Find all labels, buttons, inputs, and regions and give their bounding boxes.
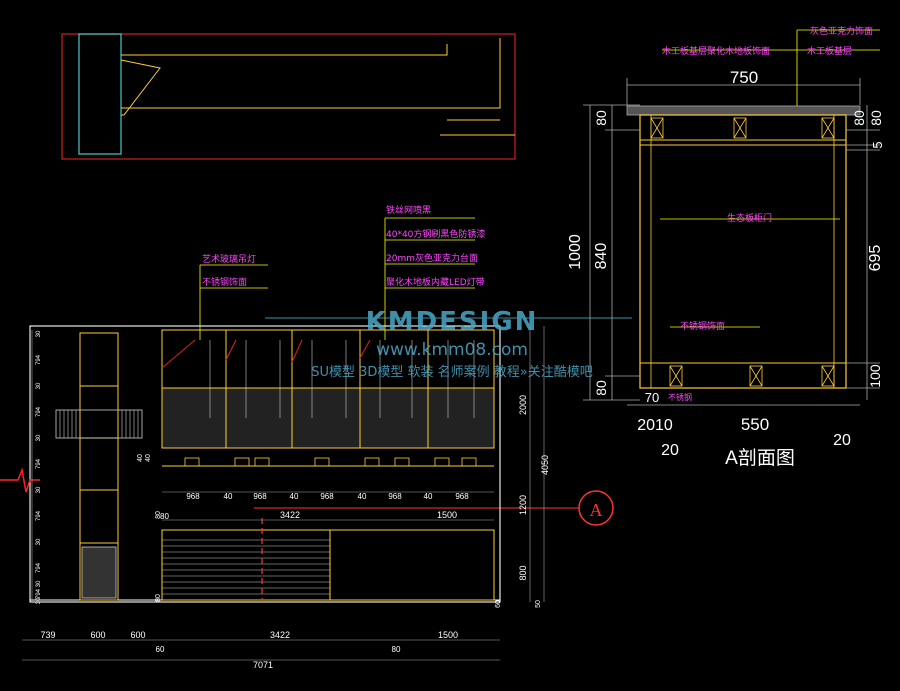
right-small-3: 80	[155, 511, 162, 519]
mid-dim-1: 968	[186, 492, 200, 501]
watermark-url: www.kmm08.com	[376, 340, 528, 360]
left-dim-1: 30	[36, 330, 42, 337]
elevation-view: 968 40 968 40 968 40 968 40 968 80 3422 …	[0, 204, 550, 670]
lower-dim-2: 3422	[280, 510, 300, 520]
bottom-small-2: 80	[392, 645, 401, 654]
callout-label: A	[590, 500, 603, 520]
left-dim-13: 30	[36, 597, 42, 604]
section-bottom-right: 20	[833, 432, 851, 449]
plan-view	[61, 33, 516, 160]
section-left-total: 1000	[567, 234, 584, 270]
elev-note-3: 20mm灰色亚克力台面	[386, 252, 478, 264]
left-dim-7: 30	[36, 486, 42, 493]
left-dim-8: 794	[36, 510, 42, 521]
elev-note-2: 40*40方钢刷黑色防锈漆	[386, 228, 485, 240]
right-small-6: 50	[535, 600, 542, 608]
bottom-dim-1: 739	[40, 630, 55, 640]
right-dim-1: 2000	[518, 395, 528, 415]
section-bottom-left-a: 2010	[637, 417, 673, 434]
mid-dim-9: 968	[455, 492, 469, 501]
section-note-3: 木工板基层	[807, 45, 852, 57]
bottom-dim-3: 600	[130, 630, 145, 640]
left-dim-3: 30	[36, 382, 42, 389]
left-dim-2: 794	[36, 354, 42, 365]
section-left-bottom: 80	[593, 380, 609, 396]
mid-dim-3: 968	[253, 492, 267, 501]
lower-dim-1: 80	[160, 512, 169, 521]
left-dim-4: 794	[36, 406, 42, 417]
section-note-5: 不锈钢饰面	[680, 320, 725, 332]
elev-note-4: 聚化木地板内藏LED灯带	[386, 276, 485, 288]
left-dim-10: 794	[36, 562, 42, 573]
section-a: 750 1000 80 840 80	[254, 25, 885, 526]
mid-dim-5: 968	[320, 492, 334, 501]
mid-dim-8: 40	[424, 492, 433, 501]
left-dim-6: 794	[36, 458, 42, 469]
left-dim-5: 30	[36, 434, 42, 441]
section-right-a: 80	[851, 110, 867, 126]
section-left-small: 70	[645, 390, 659, 405]
section-note-1: 灰色亚克力饰面	[810, 25, 873, 37]
mid-dim-4: 40	[290, 492, 299, 501]
mid-dim-2: 40	[224, 492, 233, 501]
section-bottom-width: 550	[741, 415, 769, 434]
section-right-main: 695	[867, 245, 884, 272]
right-small-2: 40	[145, 454, 152, 462]
bottom-small-1: 60	[156, 645, 165, 654]
bottom-total: 7071	[253, 660, 273, 670]
section-title: A剖面图	[725, 447, 795, 469]
bottom-dim-5: 1500	[438, 630, 458, 640]
section-bottom-left-b: 20	[661, 442, 679, 459]
right-dim-2: 1200	[518, 495, 528, 515]
right-small-5: 60	[495, 600, 502, 608]
watermark-tagline: SU模型 3D模型 软装 名师案例 教程»关注酷模吧	[311, 364, 593, 380]
right-dim-4: 4050	[540, 455, 550, 475]
elev-note-6: 不锈钢饰面	[202, 276, 247, 288]
section-top-width: 750	[730, 68, 758, 87]
left-dim-11: 30	[36, 580, 42, 587]
watermark: KMDESIGN www.kmm08.com SU模型 3D模型 软装 名师案例…	[265, 307, 632, 380]
mid-dim-7: 968	[388, 492, 402, 501]
section-left-mid: 840	[593, 243, 610, 270]
left-dim-9: 30	[36, 538, 42, 545]
left-dim-12: 794	[36, 588, 42, 599]
section-left-top: 80	[593, 110, 609, 126]
lower-dim-3: 1500	[437, 510, 457, 520]
section-right-b: 80	[868, 110, 884, 126]
elev-note-1: 铁丝网喷黑	[386, 204, 431, 216]
watermark-brand: KMDESIGN	[366, 307, 539, 337]
right-small-1: 40	[137, 454, 144, 462]
bottom-dim-4: 3422	[270, 630, 290, 640]
mid-dim-6: 40	[358, 492, 367, 501]
section-note-2: 木工板基层聚化木地板饰面	[662, 45, 770, 57]
section-right-c: 5	[870, 141, 885, 148]
right-dim-3: 800	[518, 565, 528, 580]
section-note-4: 生态板柜门	[727, 212, 772, 224]
section-right-bottom: 100	[867, 364, 883, 388]
section-note-6: 不锈钢	[668, 392, 692, 402]
elev-note-5: 艺术玻璃吊灯	[202, 253, 256, 265]
right-small-4: 80	[155, 594, 162, 602]
bottom-dim-2: 600	[90, 630, 105, 640]
